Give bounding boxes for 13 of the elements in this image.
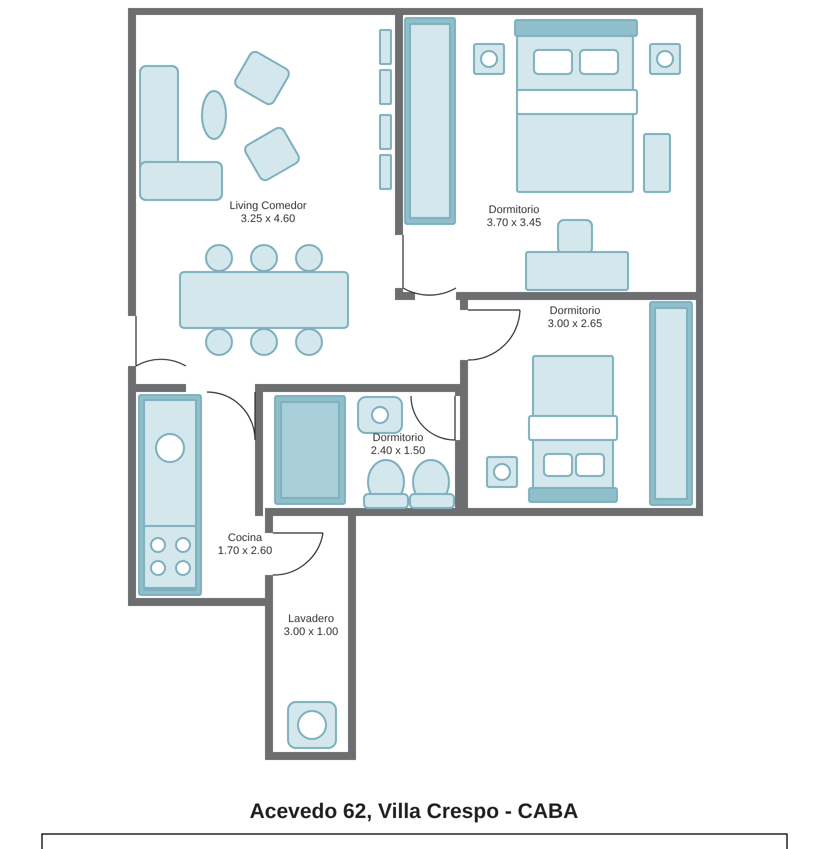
room-dimensions: 3.00 x 2.65 [548, 318, 602, 331]
room-name: Living Comedor [229, 200, 307, 213]
room-dimensions: 2.40 x 1.50 [370, 445, 426, 458]
room-name: Cocina [228, 532, 262, 545]
room-dimensions: 3.25 x 4.60 [240, 213, 296, 226]
room-name: Dormitorio [550, 305, 600, 318]
plan-caption: Acevedo 62, Villa Crespo - CABA [248, 800, 580, 824]
room-name: Lavadero [288, 613, 334, 626]
room-dimensions: 3.70 x 3.45 [486, 217, 542, 230]
room-name: Dormitorio [372, 432, 424, 445]
room-dimensions: 3.00 x 1.00 [284, 626, 338, 639]
room-name: Dormitorio [488, 204, 540, 217]
room-dimensions: 1.70 x 2.60 [218, 545, 272, 558]
